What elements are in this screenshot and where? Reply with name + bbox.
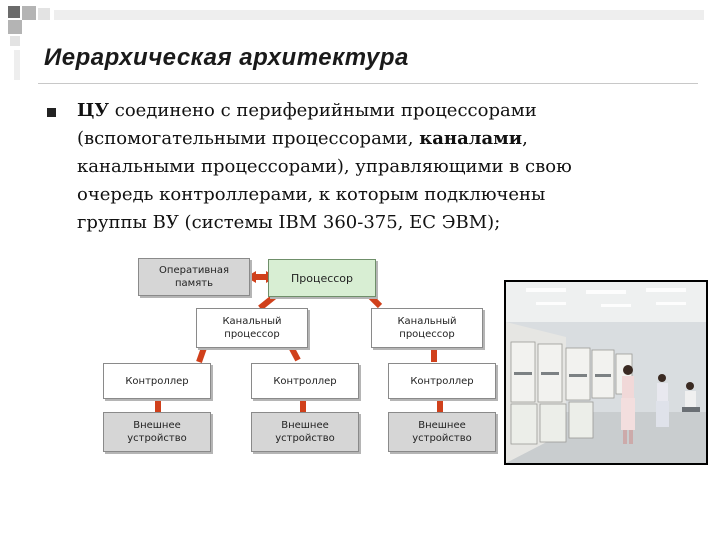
paragraph-line-1: ЦУ соединено с периферийными процессорам… [77,97,677,125]
mainframe-room-photo [504,280,708,465]
operator-figure-2 [656,374,669,427]
line2-text-b: , [522,128,528,149]
body-paragraph: ЦУ соединено с периферийными процессорам… [77,97,677,237]
channel-processor-left: Канальный процессор [196,308,308,348]
channel-processor-right: Канальный процессор [371,308,483,348]
slide-title: Иерархическая архитектура [44,44,409,71]
external-device-node: Внешнее устройство [251,412,359,452]
paragraph-line-2: (вспомогательными процессорами, каналами… [77,125,677,153]
cu-term: ЦУ [77,100,110,121]
controller-node: Контроллер [103,363,211,399]
paragraph-line-3: канальными процессорами), управляющими в… [77,156,572,177]
title-divider [38,83,698,84]
bullet-marker [47,108,56,117]
line1-text: соединено с периферийными процессорами [109,100,537,121]
operator-figure [621,365,635,444]
processor-node: Процессор [268,259,376,297]
operator-figure-3 [682,382,700,412]
line2-text-a: (вспомогательными процессорами, [77,128,420,149]
arrow-processor-left-channel [258,293,277,311]
channels-term: каналами [419,128,523,149]
paragraph-line-4: очередь контроллерами, к которым подключ… [77,184,546,205]
controller-node: Контроллер [388,363,496,399]
external-device-node: Внешнее устройство [103,412,211,452]
memory-node: Оперативная память [138,258,250,296]
paragraph-line-5: группы ВУ (системы IBM 360-375, ЕС ЭВМ); [77,212,501,233]
controller-node: Контроллер [251,363,359,399]
arrow-processor-right-channel [367,293,383,309]
external-device-node: Внешнее устройство [388,412,496,452]
